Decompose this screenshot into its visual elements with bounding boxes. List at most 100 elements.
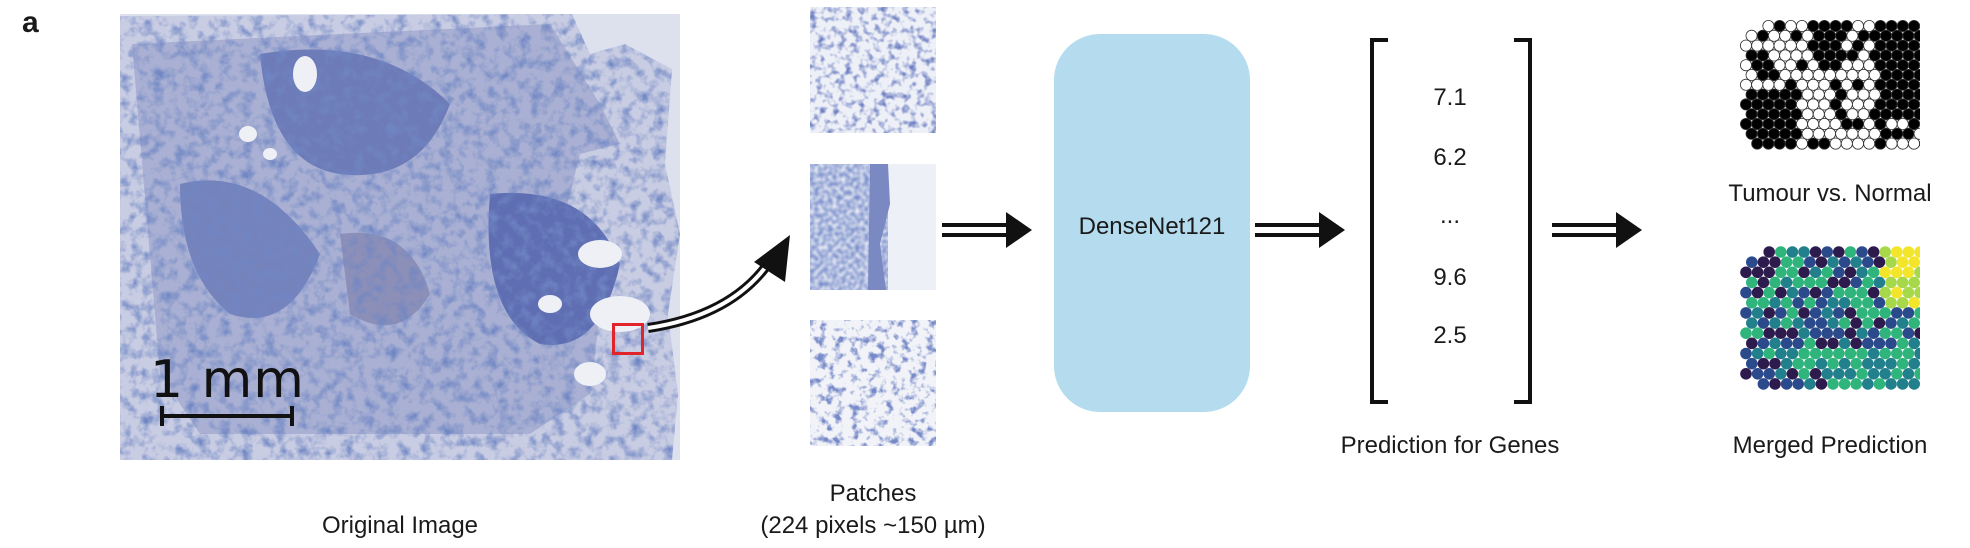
map-spot (1862, 296, 1874, 309)
map-spot (1896, 137, 1909, 150)
map-spot (1891, 327, 1903, 339)
map-spot (1784, 59, 1797, 72)
map-spot (1850, 357, 1862, 370)
map-spot (1827, 256, 1839, 268)
map-spot (1757, 256, 1770, 268)
map-spot (1850, 296, 1862, 309)
map-spot (1740, 327, 1752, 339)
patch-3 (810, 320, 936, 446)
map-spot (1769, 317, 1781, 329)
map-spot (1896, 317, 1909, 329)
map-spot (1812, 88, 1825, 101)
tumour-normal-caption: Tumour vs. Normal (1728, 180, 1932, 207)
map-spot (1829, 59, 1842, 72)
map-spot (1838, 337, 1851, 350)
map-spot (1809, 286, 1822, 299)
map-spot (1746, 256, 1758, 268)
map-spot (1763, 266, 1775, 279)
map-spot (1815, 276, 1828, 289)
map-spot (1821, 327, 1833, 339)
map-spot (1780, 378, 1793, 390)
map-spot (1792, 357, 1804, 370)
map-spot (1885, 276, 1897, 289)
model-label: DenseNet121 (1078, 213, 1226, 240)
map-spot (1896, 39, 1909, 52)
map-spot (1779, 29, 1792, 42)
patches-subcaption: (224 pixels ~150 µm) (760, 512, 986, 539)
map-spot (1829, 137, 1842, 150)
map-spot (1762, 98, 1775, 111)
map-spot (1868, 69, 1881, 82)
map-spot (1801, 88, 1814, 101)
model-box (1054, 34, 1250, 412)
map-spot (1801, 69, 1814, 82)
map-spot (1773, 98, 1786, 111)
map-spot (1891, 266, 1903, 279)
map-spot (1773, 137, 1786, 150)
vector-brackets (1370, 38, 1532, 404)
map-spot (1780, 276, 1793, 289)
map-spot (1804, 276, 1816, 289)
map-spot (1784, 137, 1797, 150)
map-spot (1821, 246, 1833, 258)
map-spot (1856, 347, 1868, 360)
map-spot (1867, 327, 1880, 339)
map-spot (1846, 69, 1859, 82)
map-spot (1773, 39, 1786, 52)
map-spot (1786, 327, 1799, 339)
map-spot (1763, 327, 1775, 339)
map-spot (1850, 317, 1862, 329)
map-spot (1827, 378, 1839, 390)
original-image-caption: Original Image (321, 512, 479, 539)
map-spot (1896, 98, 1909, 111)
map-spot (1850, 276, 1862, 289)
map-spot (1798, 327, 1810, 339)
map-spot (1751, 266, 1764, 279)
map-spot (1852, 118, 1865, 131)
map-spot (1745, 29, 1758, 42)
map-spot (1852, 98, 1865, 111)
map-spot (1824, 88, 1837, 101)
map-spot (1809, 327, 1822, 339)
map-spot (1821, 347, 1833, 360)
map-spot (1908, 357, 1920, 370)
map-spot (1833, 368, 1845, 380)
map-spot (1756, 88, 1769, 101)
map-spot (1756, 49, 1769, 62)
map-spot (1896, 296, 1909, 309)
map-spot (1798, 368, 1810, 380)
map-spot (1769, 357, 1781, 370)
map-spot (1767, 108, 1780, 121)
map-spot (1846, 88, 1859, 101)
map-spot (1856, 307, 1868, 319)
map-spot (1852, 39, 1865, 52)
map-spot (1862, 337, 1874, 350)
map-spot (1818, 137, 1831, 150)
map-spot (1827, 276, 1839, 289)
map-spot (1740, 98, 1752, 111)
map-spot (1767, 29, 1780, 42)
map-spot (1891, 347, 1903, 360)
map-spot (1838, 256, 1851, 268)
map-spot (1891, 88, 1904, 101)
arrow-right-icon (942, 212, 1032, 248)
map-spot (1891, 49, 1904, 62)
map-spot (1751, 327, 1764, 339)
map-spot (1902, 29, 1915, 42)
map-spot (1867, 266, 1880, 279)
map-spot (1908, 337, 1920, 350)
map-spot (1838, 276, 1851, 289)
map-spot (1796, 20, 1809, 32)
map-spot (1815, 357, 1828, 370)
map-spot (1914, 368, 1920, 380)
vector-value: 2.5 (1433, 322, 1467, 349)
map-spot (1907, 20, 1920, 32)
map-spot (1856, 368, 1868, 380)
map-spot (1796, 39, 1809, 52)
map-spot (1784, 98, 1797, 111)
map-spot (1773, 118, 1786, 131)
map-spot (1874, 39, 1887, 52)
map-spot (1751, 39, 1764, 52)
map-spot (1862, 276, 1874, 289)
map-spot (1907, 78, 1920, 91)
